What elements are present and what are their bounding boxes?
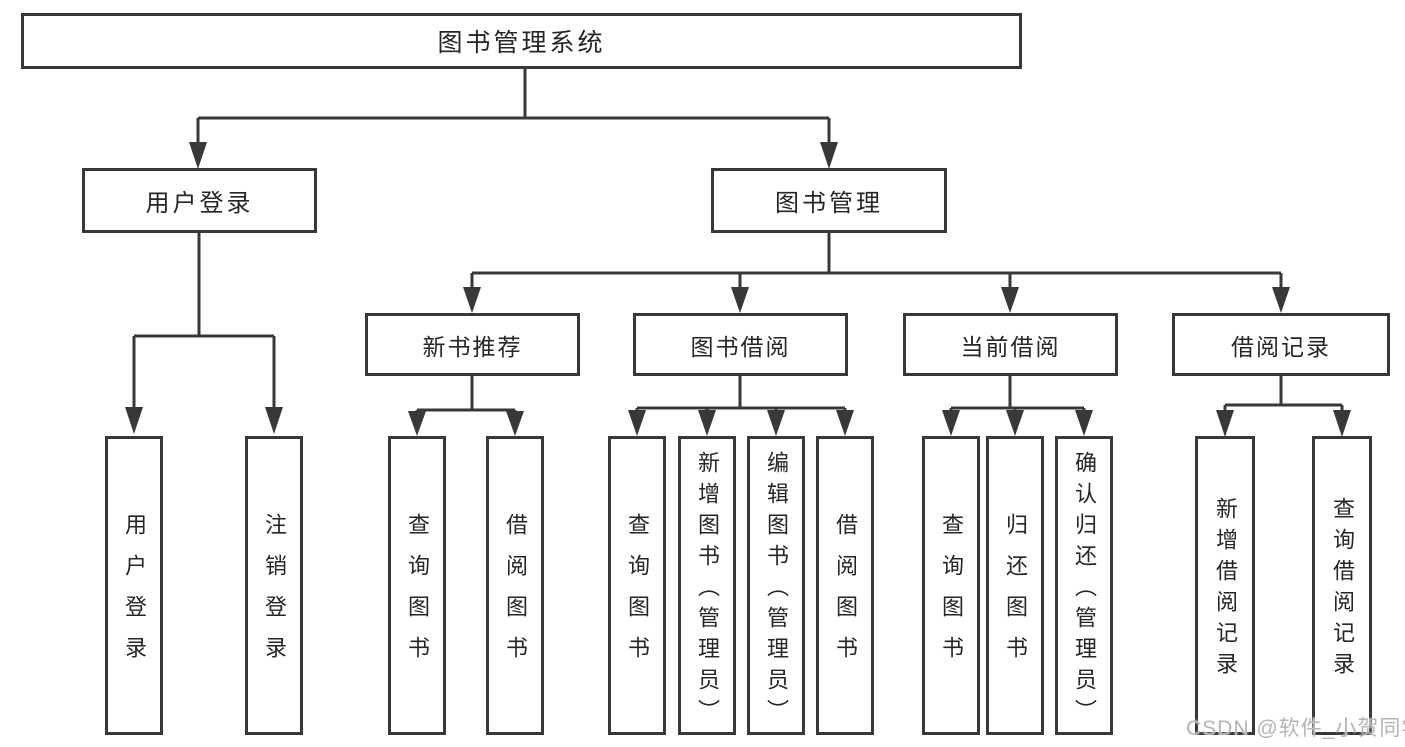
node-user-login: 用户登录 — [82, 168, 317, 233]
leaf-logout: 注销登录 — [245, 436, 303, 735]
arrowhead — [767, 410, 785, 436]
leaf-return-books: 归还图书 — [986, 436, 1044, 735]
leaf-query-books-current-label: 查询图书 — [939, 513, 964, 677]
leaf-confirm-return-admin: 确认归还（管理员） — [1055, 436, 1113, 735]
arrowhead — [1216, 410, 1234, 437]
arrowhead — [125, 407, 143, 434]
arrowhead — [1333, 410, 1351, 437]
leaf-return-books-label: 归还图书 — [1003, 513, 1028, 677]
connector-book-borrow-branch — [635, 375, 847, 411]
arrowhead — [836, 410, 854, 436]
leaf-add-book-admin: 新增图书（管理员） — [678, 436, 736, 735]
arrowhead — [463, 287, 481, 313]
arrowhead — [1001, 287, 1019, 313]
leaf-logout-label: 注销登录 — [262, 513, 287, 677]
node-book-borrow-label: 图书借阅 — [690, 333, 791, 360]
connector-user-login-branch — [132, 233, 276, 408]
connector-root-branch — [196, 69, 831, 143]
node-root: 图书管理系统 — [21, 13, 1022, 69]
node-root-label: 图书管理系统 — [437, 29, 606, 57]
connector-borrow-records-branch — [1223, 375, 1344, 411]
arrowhead — [942, 410, 960, 436]
node-new-book-recommend: 新书推荐 — [365, 313, 580, 376]
connector-current-borrow-branch — [949, 375, 1086, 411]
leaf-borrow-books-label: 借阅图书 — [833, 513, 858, 677]
connector-book-mgmt-branch — [470, 233, 1283, 288]
leaf-query-borrow-record-label: 查询借阅记录 — [1330, 497, 1355, 683]
leaf-query-books-current: 查询图书 — [922, 436, 980, 735]
arrowhead — [506, 411, 524, 436]
leaf-user-login-label: 用户登录 — [122, 513, 147, 677]
arrowhead — [265, 407, 283, 434]
leaf-add-borrow-record-label: 新增借阅记录 — [1213, 497, 1238, 683]
arrowheads — [125, 142, 1351, 437]
leaf-borrow-books-recommend: 借阅图书 — [486, 436, 544, 735]
leaf-query-books-recommend: 查询图书 — [388, 436, 446, 735]
leaf-borrow-books-recommend-label: 借阅图书 — [503, 513, 528, 677]
node-book-management-label: 图书管理 — [775, 190, 883, 217]
arrowhead — [698, 410, 716, 436]
csdn-watermark: CSDN @软件_小贺同学 — [1186, 717, 1405, 740]
node-current-borrow-label: 当前借阅 — [960, 333, 1061, 360]
node-book-management: 图书管理 — [711, 168, 947, 233]
node-user-login-label: 用户登录 — [145, 190, 254, 217]
leaf-query-books-recommend-label: 查询图书 — [405, 513, 430, 677]
arrowhead — [1272, 287, 1290, 313]
connector-new-books-branch — [415, 375, 517, 412]
arrowhead — [628, 410, 646, 436]
leaf-edit-book-admin-label: 编辑图书（管理员） — [764, 450, 789, 730]
node-borrow-records: 借阅记录 — [1172, 313, 1390, 376]
node-borrow-records-label: 借阅记录 — [1231, 333, 1331, 360]
arrowhead — [1006, 410, 1024, 436]
node-new-book-recommend-label: 新书推荐 — [422, 333, 523, 360]
arrowhead — [731, 287, 749, 313]
arrowhead — [408, 411, 426, 436]
leaf-borrow-books: 借阅图书 — [816, 436, 874, 735]
leaf-add-book-admin-label: 新增图书（管理员） — [695, 450, 720, 730]
leaf-add-borrow-record: 新增借阅记录 — [1195, 436, 1255, 735]
leaf-query-borrow-record: 查询借阅记录 — [1312, 436, 1372, 735]
leaf-query-books-borrow-label: 查询图书 — [625, 513, 650, 677]
leaf-edit-book-admin: 编辑图书（管理员） — [747, 436, 805, 735]
node-current-borrow: 当前借阅 — [903, 313, 1118, 376]
arrowhead — [1075, 410, 1093, 436]
node-book-borrow: 图书借阅 — [633, 313, 848, 376]
arrowhead — [189, 142, 207, 169]
leaf-confirm-return-admin-label: 确认归还（管理员） — [1072, 450, 1097, 730]
connector-lines — [132, 69, 1344, 412]
arrowhead — [820, 142, 838, 169]
leaf-user-login: 用户登录 — [105, 436, 163, 735]
leaf-query-books-borrow: 查询图书 — [608, 436, 666, 735]
